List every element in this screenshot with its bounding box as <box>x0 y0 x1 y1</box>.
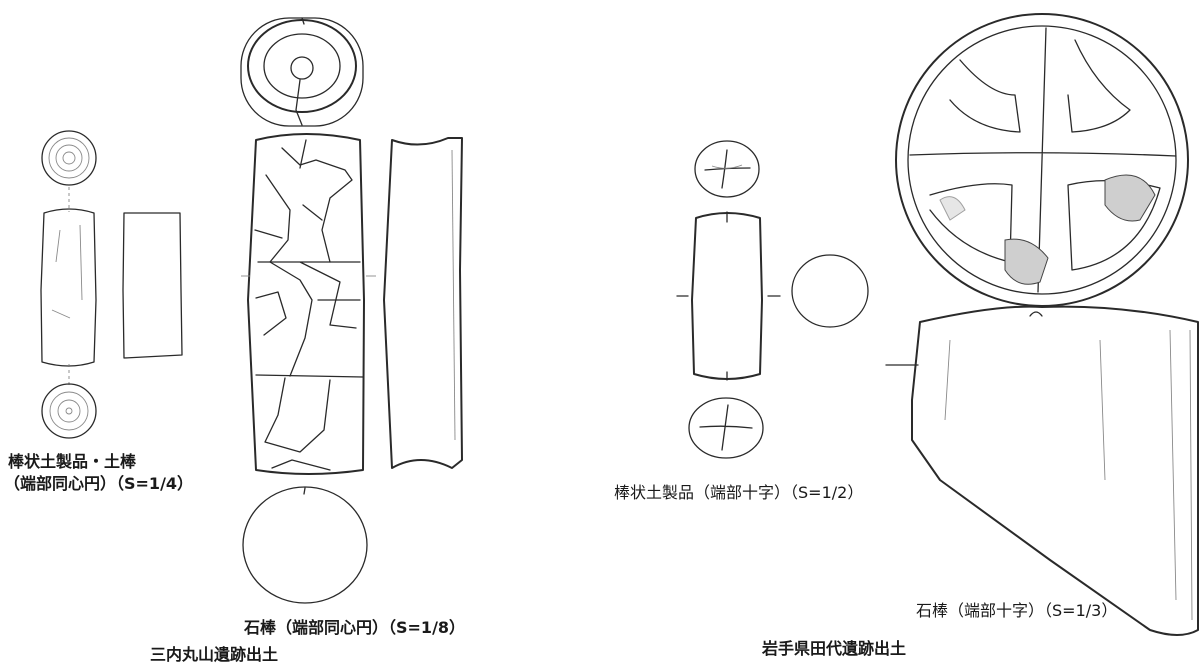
stone-rod-concentric-caption: 石棒（端部同心円）（S=1/8） <box>244 618 466 637</box>
stone-rod-cross-group <box>885 13 1199 636</box>
stone-rod-side-view <box>383 137 463 469</box>
stone-rod-bottom-end-view <box>242 486 368 604</box>
stone-rod-front-view <box>247 133 365 475</box>
clay-rod-cross-group <box>676 140 869 459</box>
tashiro-site-label: 岩手県田代遺跡出土 <box>762 639 907 658</box>
clay-rod-cross-caption: 棒状土製品（端部十字）（S=1/2） <box>614 483 864 502</box>
clay-rod-cross-bottom-end-view <box>688 397 764 459</box>
clay-rod-cross-top-end-view <box>694 140 760 198</box>
clay-rod-cross-section <box>791 254 869 328</box>
clay-rod-top-end-view <box>41 130 97 186</box>
clay-rod-concentric-caption-line2: （端部同心円）（S=1/4） <box>4 474 194 493</box>
clay-rod-front-view <box>40 208 97 367</box>
stone-rod-cross-caption: 石棒（端部十字）（S=1/3） <box>916 601 1118 620</box>
clay-rod-concentric-caption-line1: 棒状土製品・土棒 <box>8 452 137 471</box>
clay-rod-bottom-end-view <box>41 383 97 439</box>
stone-rod-cracks <box>254 139 364 471</box>
sannai-maruyama-site-label: 三内丸山遺跡出土 <box>150 645 279 664</box>
clay-rod-cross-front-view <box>691 212 763 380</box>
clay-rod-concentric-group <box>40 130 183 439</box>
stone-rod-top-end-view <box>240 17 364 127</box>
clay-rod-side-view <box>122 212 183 359</box>
stone-rod-cross-side-view <box>911 305 1199 636</box>
stone-rod-cross-end-view <box>895 13 1189 307</box>
stone-rod-concentric-group <box>240 17 463 604</box>
